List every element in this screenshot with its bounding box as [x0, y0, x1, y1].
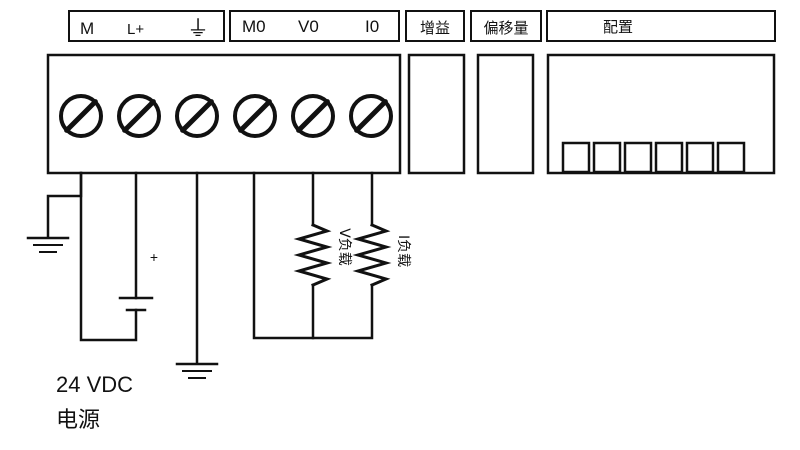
dip-switch-group: [561, 141, 746, 174]
terminal-block: [46, 53, 402, 175]
screw-slot: [122, 99, 156, 133]
gain-label-box: [405, 10, 465, 42]
label-gain: 增益: [420, 19, 450, 37]
label-i0: I0: [365, 17, 379, 36]
dip-switch: [561, 141, 591, 174]
v-load-resistor: [293, 223, 333, 287]
screw-slot: [180, 99, 214, 133]
v-load-label: V负载: [336, 228, 352, 266]
power-supply-label: 电源: [56, 408, 100, 433]
module-body: [46, 53, 776, 175]
screw-slot: [354, 99, 388, 133]
dip-switch: [654, 141, 684, 174]
m-supply-lead: [79, 171, 138, 342]
offset-potentiometer-slot: [476, 53, 535, 175]
label-m0: M0: [242, 17, 266, 36]
ground-symbol-icon: ⏚: [187, 16, 209, 41]
screw-terminal-icon: [291, 94, 335, 138]
gain-potentiometer-slot: [407, 53, 466, 175]
dip-switch: [623, 141, 653, 174]
label-config: 配置: [603, 18, 633, 36]
power-label-box: [68, 10, 225, 42]
label-l-plus: L+: [127, 21, 144, 38]
dip-switch: [685, 141, 715, 174]
screw-terminal-icon: [233, 94, 277, 138]
dip-switch: [716, 141, 746, 174]
screw-terminal-icon: [175, 94, 219, 138]
screw-terminals: [59, 94, 393, 138]
signal-label-box: [229, 10, 400, 42]
screw-terminal-icon: [349, 94, 393, 138]
label-m: M: [80, 19, 94, 38]
label-v0: V0: [298, 17, 319, 36]
screw-slot: [238, 99, 272, 133]
screw-terminal-icon: [117, 94, 161, 138]
m-ground-lead: [46, 171, 83, 238]
battery-plus-sign: +: [150, 249, 158, 265]
dip-switch: [592, 141, 622, 174]
power-supply-voltage: 24 VDC: [56, 372, 133, 397]
config-label-box: [546, 10, 776, 42]
i-load-resistor: [352, 223, 392, 287]
header-strip: M L+ ⏚ M0 V0 I0 增益 偏移量 配置: [68, 10, 776, 42]
screw-terminal-icon: [59, 94, 103, 138]
wiring: + V负载 I负载: [26, 171, 411, 379]
screw-slot: [64, 99, 98, 133]
i-load-label: I负载: [395, 235, 411, 267]
offset-label-box: [470, 10, 542, 42]
label-offset: 偏移量: [483, 19, 528, 37]
screw-slot: [296, 99, 330, 133]
